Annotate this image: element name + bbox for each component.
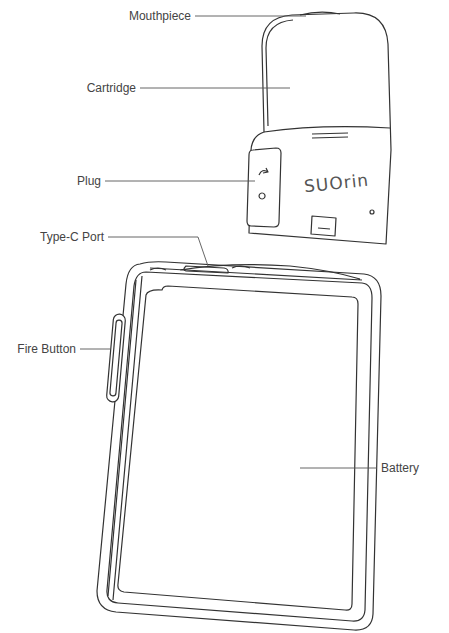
cartridge-connector <box>311 216 336 236</box>
cartridge-plug <box>247 148 281 227</box>
battery-rim <box>107 272 372 621</box>
cartridge-seam <box>264 20 390 132</box>
cartridge-dot <box>370 210 374 214</box>
leader-line <box>108 237 208 266</box>
leader-line <box>300 468 377 469</box>
mouthpiece-tip <box>300 12 340 15</box>
type-c-port <box>184 266 228 273</box>
part-label: Plug <box>77 174 101 188</box>
battery-top <box>150 265 362 280</box>
fire-button <box>106 314 126 403</box>
part-label: Type-C Port <box>40 230 104 244</box>
plug-icon <box>259 168 268 199</box>
fire-button-inner <box>110 320 123 396</box>
brand-logo: SUOrin <box>304 173 370 194</box>
part-label: Mouthpiece <box>129 9 191 23</box>
leader-line <box>105 181 255 182</box>
cartridge-vent <box>312 133 348 138</box>
leader-line <box>140 88 290 89</box>
top-slot <box>150 266 250 270</box>
leader-line <box>80 349 110 350</box>
battery-body <box>97 262 381 630</box>
part-label: Battery <box>381 461 419 475</box>
part-label: Cartridge <box>87 81 136 95</box>
battery-panel <box>118 286 358 610</box>
part-label: Fire Button <box>17 342 76 356</box>
leader-line <box>195 16 306 17</box>
